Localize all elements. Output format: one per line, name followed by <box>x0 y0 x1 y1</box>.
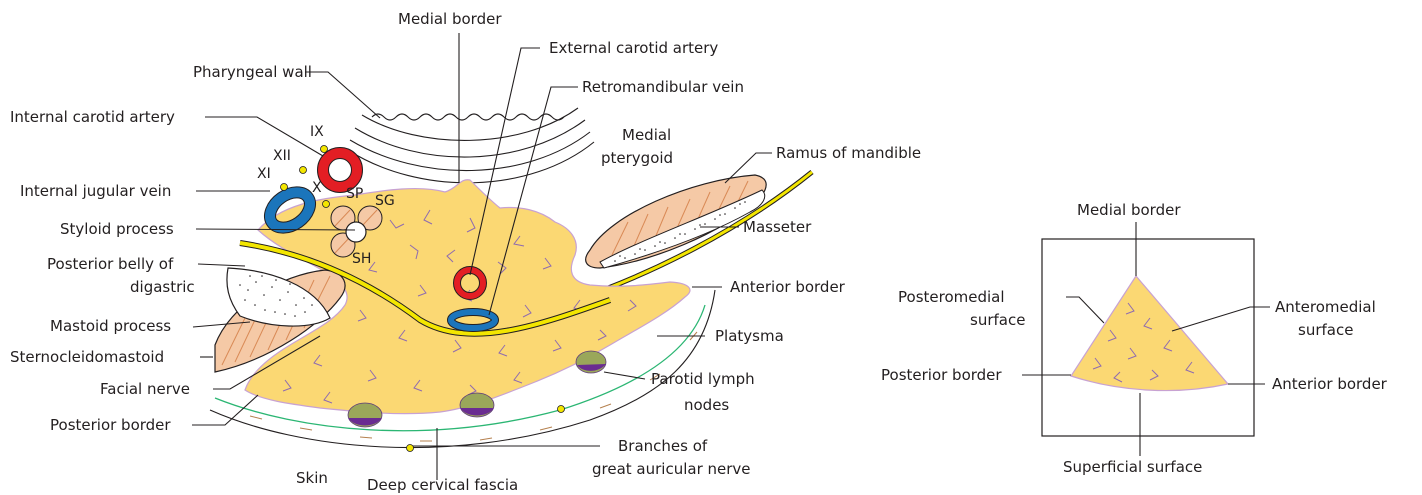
schematic-label-anteromedial-line2: surface <box>1298 321 1353 339</box>
label-internal-jugular-vein: Internal jugular vein <box>20 182 171 200</box>
label-nerve-IX: IX <box>310 124 324 140</box>
left-cross-section: Medial border External carotid artery Ph… <box>10 10 921 494</box>
label-anterior-border: Anterior border <box>730 278 846 296</box>
label-nerve-XII: XII <box>273 148 291 164</box>
label-internal-carotid-artery: Internal carotid artery <box>10 108 175 126</box>
schematic-label-posteromedial-line1: Posteromedial <box>898 288 1005 306</box>
label-posterior-belly-line1: Posterior belly of <box>47 255 174 273</box>
label-masseter: Masseter <box>743 218 812 236</box>
label-deep-cervical-fascia: Deep cervical fascia <box>367 476 518 494</box>
label-nerve-XI: XI <box>257 166 271 182</box>
pharyngeal-wall <box>348 108 594 183</box>
label-parotid-lymph-line2: nodes <box>684 396 729 414</box>
label-SH: SH <box>352 251 371 267</box>
label-parotid-lymph-line1: Parotid lymph <box>651 370 755 388</box>
label-styloid-process: Styloid process <box>60 220 174 238</box>
label-skin: Skin <box>296 469 328 487</box>
label-nerve-X: X <box>312 180 322 196</box>
label-medial-border: Medial border <box>398 10 502 28</box>
label-sternocleidomastoid: Sternocleidomastoid <box>10 348 164 366</box>
schematic-label-superficial-surface: Superficial surface <box>1063 458 1202 476</box>
schematic-label-posteromedial-line2: surface <box>970 311 1025 329</box>
label-retromandibular-vein: Retromandibular vein <box>582 78 744 96</box>
schematic-label-medial-border: Medial border <box>1077 201 1181 219</box>
label-platysma: Platysma <box>715 327 784 345</box>
label-posterior-belly-line2: digastric <box>130 278 195 296</box>
label-facial-nerve: Facial nerve <box>100 380 190 398</box>
label-mastoid-process: Mastoid process <box>50 317 171 335</box>
schematic-label-posterior-border: Posterior border <box>881 366 1002 384</box>
label-external-carotid-artery: External carotid artery <box>549 39 718 57</box>
label-branches-line2: great auricular nerve <box>592 460 751 478</box>
label-pharyngeal-wall: Pharyngeal wall <box>193 63 312 81</box>
label-SG: SG <box>375 193 395 209</box>
schematic-label-anteromedial-line1: Anteromedial <box>1275 298 1376 316</box>
label-branches-line1: Branches of <box>618 437 708 455</box>
label-medial-pterygoid-line1: Medial <box>622 126 671 144</box>
schematic-label-anterior-border: Anterior border <box>1272 375 1388 393</box>
label-ramus-of-mandible: Ramus of mandible <box>776 144 921 162</box>
right-schematic: Medial border Posteromedial surface Ante… <box>881 201 1388 476</box>
schematic-gland <box>1071 276 1228 391</box>
label-SP: SP <box>346 186 363 202</box>
label-medial-pterygoid-line2: pterygoid <box>601 149 673 167</box>
label-posterior-border: Posterior border <box>50 416 171 434</box>
